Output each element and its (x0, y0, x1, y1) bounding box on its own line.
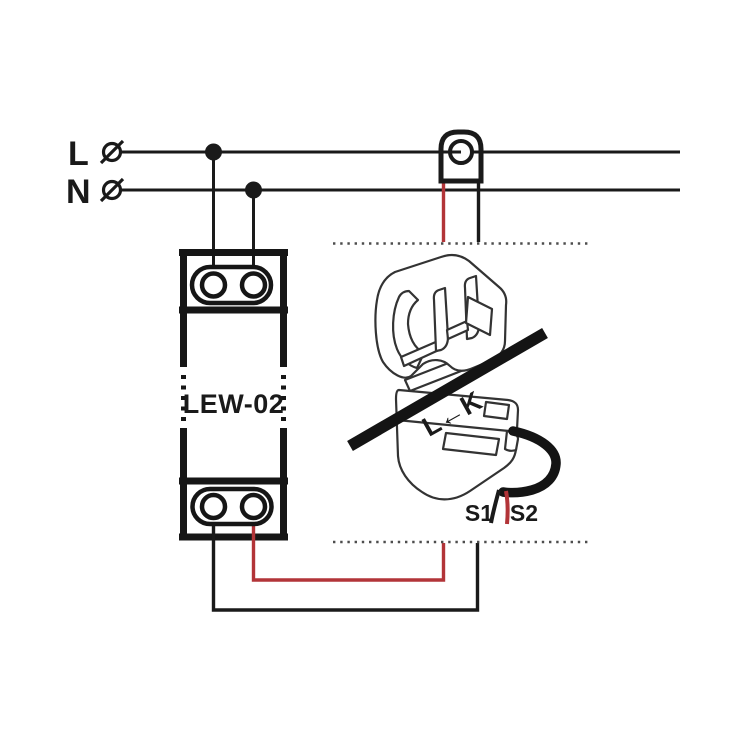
clamp-secondary-cable: S1 S2 (465, 426, 561, 526)
cable-sheath (498, 426, 561, 498)
terminal-bottom-right (239, 492, 268, 521)
neutral-junction-dot (245, 181, 262, 199)
terminal-top-left (199, 271, 228, 299)
primary-conductor-bar (347, 328, 548, 451)
terminal-top-right (239, 271, 268, 299)
s2-label: S2 (510, 500, 538, 526)
line-label: L (68, 135, 89, 173)
cable-wire-s2-red (504, 490, 510, 525)
cable-wire-s1-black (489, 489, 501, 524)
device-model-label: LEW-02 (183, 389, 284, 419)
clamp-lower-window (441, 431, 501, 457)
s1-return-wire-black (211, 506, 480, 612)
clamp-prong-crossbar (445, 319, 470, 341)
ct-housing (438, 129, 484, 184)
clamp-core-crescent (392, 289, 426, 370)
ct-clamp-drawing: L←K (374, 253, 520, 501)
neutral-label: N (66, 173, 91, 211)
ct-symbol (438, 129, 484, 242)
clamp-upper-window (482, 400, 511, 421)
clamp-top-window (464, 295, 494, 337)
terminal-bottom-left (199, 492, 228, 521)
clamp-prong-left (432, 286, 450, 353)
device-lew02: LEW-02 (179, 249, 480, 612)
s1-label: S1 (465, 500, 493, 526)
supply-lines: L N (66, 135, 680, 286)
line-terminal-icon (99, 139, 125, 165)
s2-return-wire-red (251, 506, 446, 582)
neutral-terminal-icon (99, 177, 125, 203)
clamp-face-edge (396, 418, 510, 433)
line-junction-dot (205, 143, 222, 161)
